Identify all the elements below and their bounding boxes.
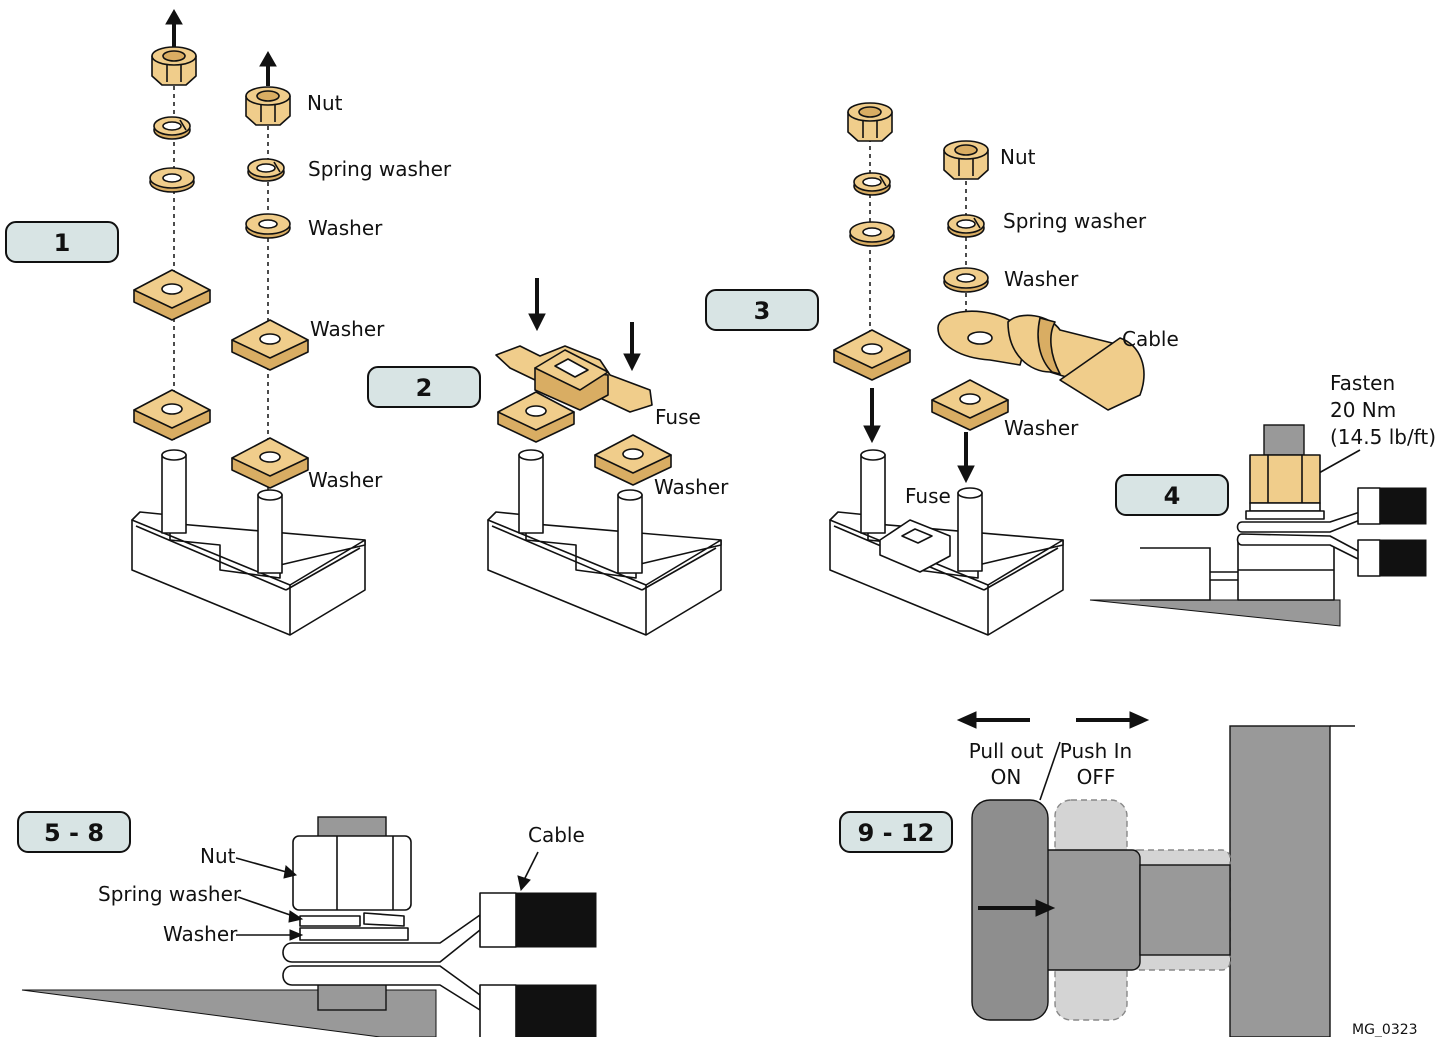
label-spring-washer: Spring washer (308, 157, 452, 181)
label-washer: Washer (163, 922, 238, 946)
label-washer: Washer (654, 475, 729, 499)
label-off: OFF (1077, 765, 1116, 789)
step-2-label: 2 (416, 374, 433, 402)
stud (617, 489, 643, 574)
stud (957, 487, 983, 572)
spring-washer-icon (853, 172, 891, 196)
button-shaft (1039, 849, 1141, 971)
nut-icon (847, 102, 893, 142)
washer-icon (943, 267, 989, 293)
cable-lug-icon (937, 310, 1145, 411)
label-torque-lbft: (14.5 lb/ft) (1330, 425, 1436, 449)
panel-1: 1 Nut Spring washer Washer Washer Washer (5, 8, 452, 636)
step-5-8-badge: 5 - 8 (17, 811, 131, 853)
step-4-label: 4 (1164, 482, 1181, 510)
square-washer-icon (231, 319, 309, 371)
spring-washer-icon (299, 915, 361, 927)
label-torque-nm: 20 Nm (1330, 398, 1396, 422)
panel-3: 3 Nut Spring washer Washer (705, 102, 1179, 636)
fuse-icon (879, 519, 951, 573)
label-push-in: Push In (1060, 739, 1132, 763)
step-9-12-label: 9 - 12 (858, 819, 935, 847)
washer-icon (149, 167, 195, 193)
panel-9-12: 9 - 12 Pull out ON Push In OFF MG_0323 (839, 711, 1418, 1037)
label-nut: Nut (1000, 145, 1036, 169)
square-washer-icon (931, 379, 1009, 431)
square-washer-icon (133, 389, 211, 441)
fuse-icon (495, 345, 653, 413)
mounting-panel (1229, 725, 1331, 1037)
nut-icon (1249, 454, 1321, 504)
label-nut: Nut (307, 91, 343, 115)
label-washer: Washer (308, 468, 383, 492)
nut-icon (245, 86, 291, 126)
square-washer-icon (231, 437, 309, 489)
panel-4: 4 Fasten 20 Nm (14.5 lb/ft) (1089, 371, 1436, 627)
cable-insulation (1379, 487, 1427, 525)
cable-insulation (515, 984, 597, 1037)
step-3-badge: 3 (705, 289, 819, 331)
spring-washer-icon (947, 214, 985, 238)
washer-icon (299, 927, 409, 941)
stud (161, 449, 187, 534)
step-1-label: 1 (54, 229, 71, 257)
step-1-badge: 1 (5, 221, 119, 263)
figure-code: MG_0323 (1352, 1022, 1418, 1037)
panel-5-8: 5 - 8 Nut Spring washer Washer Cable (17, 811, 597, 1037)
stud (257, 489, 283, 574)
label-washer: Washer (1004, 267, 1079, 291)
square-washer-icon (133, 269, 211, 321)
stud (518, 449, 544, 534)
label-fasten: Fasten (1330, 371, 1395, 395)
stud (860, 449, 886, 534)
step-3-label: 3 (754, 297, 771, 325)
washer-icon (849, 221, 895, 247)
label-washer: Washer (1004, 416, 1079, 440)
label-spring-washer: Spring washer (1003, 209, 1147, 233)
stud (1263, 424, 1305, 456)
step-9-12-badge: 9 - 12 (839, 811, 953, 853)
label-cable: Cable (1122, 327, 1179, 351)
label-nut: Nut (200, 844, 236, 868)
step-5-8-label: 5 - 8 (44, 819, 104, 847)
label-cable: Cable (528, 823, 585, 847)
nut-icon (292, 835, 412, 911)
nut-icon (151, 46, 197, 86)
cable-insulation (1379, 539, 1427, 577)
label-washer: Washer (308, 216, 383, 240)
label-pull-out: Pull out (969, 739, 1044, 763)
spring-washer-icon (153, 116, 191, 140)
nut-icon (943, 140, 989, 180)
step-4-badge: 4 (1115, 474, 1229, 516)
step-2-badge: 2 (367, 366, 481, 408)
washer-icon (245, 213, 291, 239)
label-on: ON (991, 765, 1022, 789)
label-washer: Washer (310, 317, 385, 341)
label-fuse: Fuse (655, 405, 701, 429)
panel-2: 2 Fuse Washer (367, 278, 729, 636)
square-washer-icon (833, 329, 911, 381)
label-spring-washer: Spring washer (98, 882, 242, 906)
spring-washer-icon (247, 158, 285, 182)
ground-plate (1089, 599, 1341, 627)
cable-insulation (515, 892, 597, 948)
label-fuse: Fuse (905, 484, 951, 508)
